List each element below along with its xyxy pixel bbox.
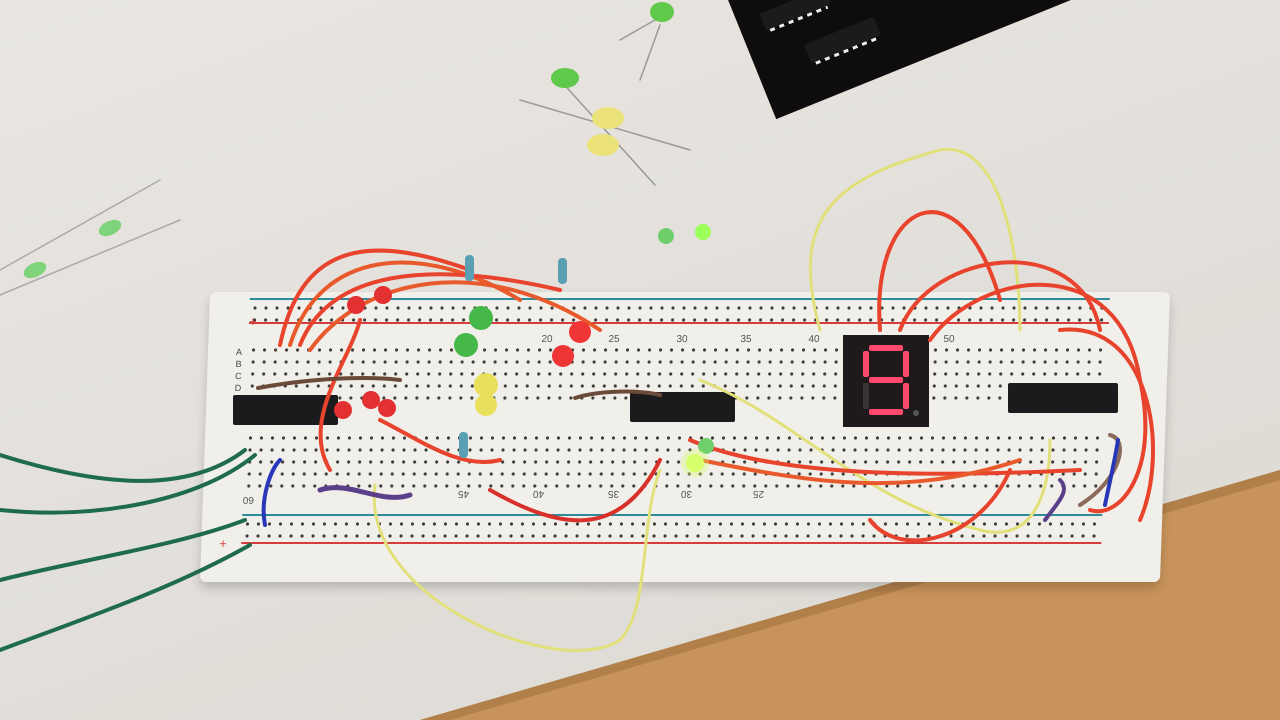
board-leds [334,224,714,477]
resistors [459,255,567,458]
loose-leds [23,2,674,279]
digit-nine-icon [863,345,919,416]
seven-segment-display [843,335,929,427]
ic-center [630,392,735,425]
ic-right [1008,383,1118,416]
